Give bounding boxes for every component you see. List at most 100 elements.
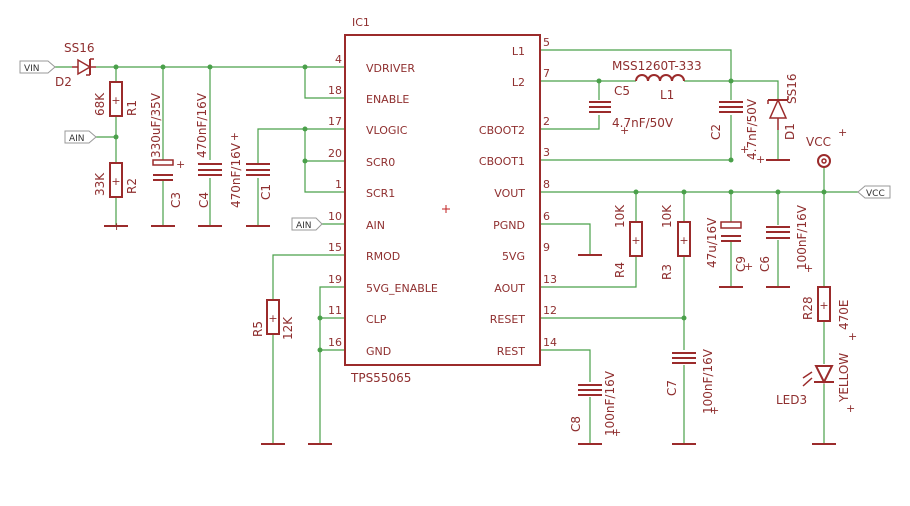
r3-ref: R3 <box>660 264 674 280</box>
r5-ref: R5 <box>251 321 265 337</box>
ic1-pin-num: 4 <box>335 53 342 66</box>
ic1-symbol: IC1 TPS55065 4 VDRIVER 18 ENABLE 17 VLOG… <box>328 16 557 385</box>
r4-value: 10K <box>613 204 627 228</box>
svg-text:+: + <box>631 234 640 247</box>
net-label-ain-left: AIN <box>64 130 97 144</box>
c4-ref: C4 <box>197 192 211 208</box>
diode-d1: SS16 D1 <box>767 73 799 140</box>
r1-ref: R1 <box>125 100 139 116</box>
ic1-pin-name: 5VG <box>502 250 525 263</box>
c3-ref: C3 <box>169 192 183 208</box>
led3-color: YELLOW <box>837 353 851 403</box>
vcc-supply-label: VCC <box>806 135 831 149</box>
r2-ref: R2 <box>125 178 139 194</box>
ic1-pin-num: 8 <box>543 178 550 191</box>
ic1-pin-name: CLP <box>366 313 387 326</box>
ic1-pin-name: RESET <box>490 313 526 326</box>
capacitor-c8: C8 100nF/16V <box>569 370 617 436</box>
ic1-pin-num: 6 <box>543 210 550 223</box>
c8-ref: C8 <box>569 416 583 432</box>
resistor-r28: + R28 470E <box>801 286 851 330</box>
svg-text:+: + <box>848 330 857 343</box>
inductor-l1: MSS1260T-333 L1 <box>612 59 702 102</box>
ic1-pin-name: CBOOT1 <box>479 155 525 168</box>
svg-text:+: + <box>744 260 753 273</box>
ic1-pin-name: AOUT <box>494 282 525 295</box>
ic1-pin-num: 16 <box>328 336 342 349</box>
ic1-pin-num: 18 <box>328 84 342 97</box>
svg-text:+: + <box>819 299 828 312</box>
ic1-pin-name: SCR1 <box>366 187 395 200</box>
ic1-pin-name: ENABLE <box>366 93 409 106</box>
ic1-pin-name: VDRIVER <box>366 62 415 75</box>
r2-value: 33K <box>93 172 107 196</box>
resistor-r5: + R5 12K <box>251 299 295 340</box>
ic1-pin-name: VOUT <box>494 187 525 200</box>
led-led3: LED3 YELLOW <box>776 353 851 407</box>
capacitor-c3: 330uF/35V C3 <box>149 92 183 208</box>
c3-value: 330uF/35V <box>149 92 163 158</box>
ic1-pin-num: 11 <box>328 304 342 317</box>
c2-ref: C2 <box>709 124 723 140</box>
d1-part: SS16 <box>785 73 799 104</box>
c7-value: 100nF/16V <box>701 348 715 414</box>
ic1-pin-num: 3 <box>543 146 550 159</box>
c8-value: 100nF/16V <box>603 370 617 436</box>
r3-value: 10K <box>660 204 674 228</box>
svg-text:+: + <box>112 220 121 233</box>
ic1-pin-num: 15 <box>328 241 342 254</box>
d2-ref: D2 <box>55 75 72 89</box>
c6-ref: C6 <box>758 256 772 272</box>
ic1-pin-num: 10 <box>328 210 342 223</box>
capacitor-c5: C5 4.7nF/50V <box>589 84 674 130</box>
svg-text:+: + <box>111 94 120 107</box>
resistor-r2: + R2 33K <box>93 162 139 198</box>
d1-ref: D1 <box>783 123 797 140</box>
l1-ref: L1 <box>660 88 674 102</box>
ic1-pin-name: CBOOT2 <box>479 124 525 137</box>
svg-text:+: + <box>679 234 688 247</box>
svg-text:+: + <box>176 158 185 171</box>
ic1-pin-num: 17 <box>328 115 342 128</box>
svg-text:+: + <box>111 175 120 188</box>
capacitor-c7: C7 100nF/16V <box>665 348 715 414</box>
net-label-vin-text: VIN <box>24 64 40 74</box>
c6-value: 100nF/16V <box>795 204 809 270</box>
d2-part: SS16 <box>64 41 95 55</box>
resistor-r1: + R1 68K <box>93 81 139 117</box>
svg-text:+: + <box>612 426 621 439</box>
c5-value: 4.7nF/50V <box>612 116 674 130</box>
svg-text:+: + <box>230 130 239 143</box>
capacitor-c9: 47u/16V C9 <box>705 217 748 272</box>
ic1-pin-num: 12 <box>543 304 557 317</box>
ic1-pin-name: SCR0 <box>366 156 395 169</box>
c5-ref: C5 <box>614 84 630 98</box>
r28-ref: R28 <box>801 296 815 320</box>
capacitor-c1: 470nF/16V C1 <box>229 142 273 208</box>
svg-text:+: + <box>268 312 277 325</box>
ic1-part: TPS55065 <box>350 371 411 385</box>
net-label-vcc-text: VCC <box>866 189 885 199</box>
ic1-pin-num: 7 <box>543 67 550 80</box>
diode-d2: SS16 D2 <box>55 41 96 89</box>
net-label-vin: VIN <box>19 60 56 74</box>
net-label-ain-ic-text: AIN <box>296 221 312 231</box>
net-label-vcc: VCC <box>857 185 891 199</box>
c9-value: 47u/16V <box>705 217 719 268</box>
capacitor-c2: C2 4.7nF/50V <box>709 98 759 160</box>
r1-value: 68K <box>93 92 107 116</box>
svg-text:+: + <box>838 126 847 139</box>
resistor-r4: + 10K R4 <box>613 204 643 278</box>
ic1-pin-name: PGND <box>493 219 525 232</box>
capacitor-c4: 470nF/16V C4 <box>195 92 222 208</box>
ic1-pin-name: RMOD <box>366 250 400 263</box>
led3-ref: LED3 <box>776 393 807 407</box>
c1-ref: C1 <box>259 184 273 200</box>
ic1-pin-name: L1 <box>512 45 525 58</box>
junctions <box>113 64 827 353</box>
ic1-pin-num: 14 <box>543 336 557 349</box>
c9-ref: C9 <box>734 256 748 272</box>
r5-value: 12K <box>281 316 295 340</box>
ic1-pin-num: 19 <box>328 273 342 286</box>
